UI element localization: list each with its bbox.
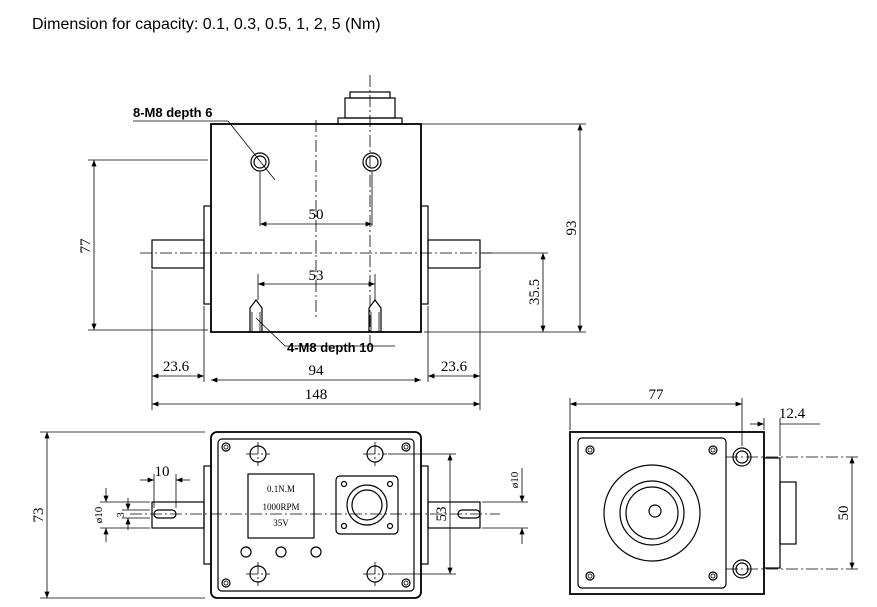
right-flange <box>420 205 429 305</box>
bottom-hole-left <box>249 299 263 332</box>
top-left-shaft <box>151 501 205 529</box>
dim-shaft-dia-right: ø10 <box>509 471 521 488</box>
right-shaft <box>427 239 481 269</box>
led-1 <box>240 546 252 558</box>
label-bottom-holes: 4-M8 depth 10 <box>287 340 374 355</box>
left-flange <box>203 205 212 305</box>
front-view: 50 53 8-M8 depth 6 4-M8 depth 10 77 93 3… <box>78 75 586 410</box>
side-view: 77 12.4 50 <box>569 387 860 595</box>
led-3 <box>310 546 322 558</box>
dim-shaft-height: 35.5 <box>527 279 543 305</box>
side-flange <box>577 437 727 589</box>
corner-screws <box>221 442 411 588</box>
plate-voltage: 35V <box>273 518 289 528</box>
side-connector <box>779 481 797 545</box>
led-2 <box>275 546 287 558</box>
side-corner-screws <box>585 445 718 581</box>
top-hole-right <box>362 152 382 172</box>
dim-connector-depth: 12.4 <box>779 406 806 422</box>
label-top-holes: 8-M8 depth 6 <box>133 105 212 120</box>
plate-capacity: 0.1N.M <box>267 484 295 494</box>
dim-shaft-dia-left: ø10 <box>93 506 105 523</box>
name-plate <box>247 473 315 539</box>
dim-key-length: 10 <box>155 464 170 480</box>
dim-shaft-right: 23.6 <box>441 359 468 375</box>
dim-body-height: 77 <box>78 238 94 254</box>
dim-key-width: 3 <box>115 512 127 518</box>
top-mount-holes <box>246 442 387 586</box>
shaft-rings <box>603 464 701 562</box>
dim-connector-spacing: 50 <box>836 506 852 521</box>
dim-depth: 73 <box>31 508 47 523</box>
page-caption: Dimension for capacity: 0.1, 0.3, 0.5, 1… <box>32 16 381 33</box>
top-hole-left <box>250 152 270 172</box>
dim-body-width: 94 <box>309 363 325 379</box>
dim-hole-spacing-bottom: 53 <box>309 268 324 284</box>
side-view-body <box>569 431 765 595</box>
left-shaft <box>151 239 205 269</box>
bottom-hole-right <box>368 299 382 332</box>
connector-socket <box>335 475 399 535</box>
top-view-body <box>210 431 422 599</box>
top-view: 0.1N.M 1000RPM 35V 73 ø10 3 <box>31 431 528 599</box>
dim-overall-height: 93 <box>564 221 580 236</box>
side-mount-holes <box>726 447 860 579</box>
plate-rpm: 1000RPM <box>262 502 299 512</box>
dim-hole-spacing-vertical: 53 <box>434 507 450 522</box>
dim-shaft-left: 23.6 <box>163 359 190 375</box>
dim-overall-width: 148 <box>305 387 328 403</box>
dim-hole-spacing-top: 50 <box>309 207 324 223</box>
dim-side-width: 77 <box>649 387 665 403</box>
